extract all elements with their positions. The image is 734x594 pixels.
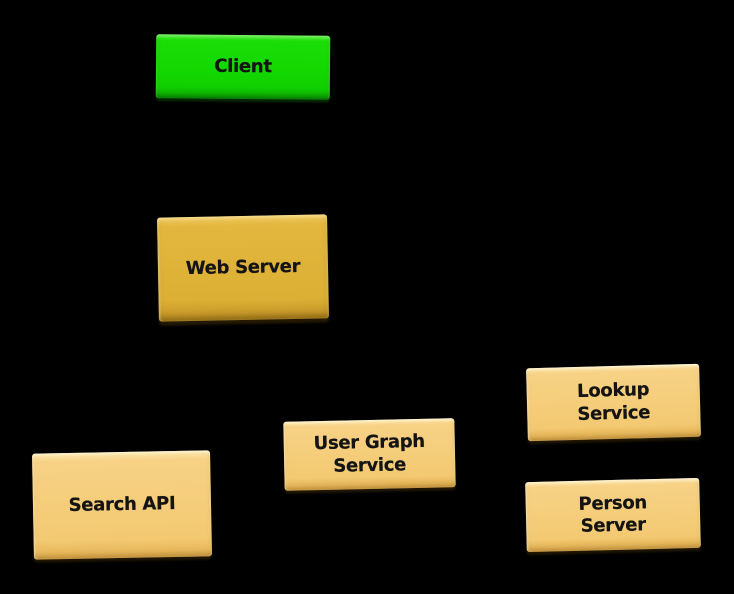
node-web-server-label: Web Server: [185, 255, 301, 279]
node-person-server-label: Person Server: [578, 491, 648, 537]
node-client-label: Client: [214, 55, 272, 77]
node-web-server: Web Server: [157, 214, 329, 322]
node-lookup-service-label: Lookup Service: [576, 379, 651, 425]
node-search-api: Search API: [31, 450, 213, 560]
node-user-graph-service-label: User Graph Service: [313, 430, 426, 477]
node-person-server: Person Server: [525, 477, 701, 553]
node-client: Client: [155, 34, 331, 100]
node-search-api-label: Search API: [68, 492, 176, 516]
node-lookup-service: Lookup Service: [526, 363, 701, 442]
node-user-graph-service: User Graph Service: [283, 418, 456, 491]
